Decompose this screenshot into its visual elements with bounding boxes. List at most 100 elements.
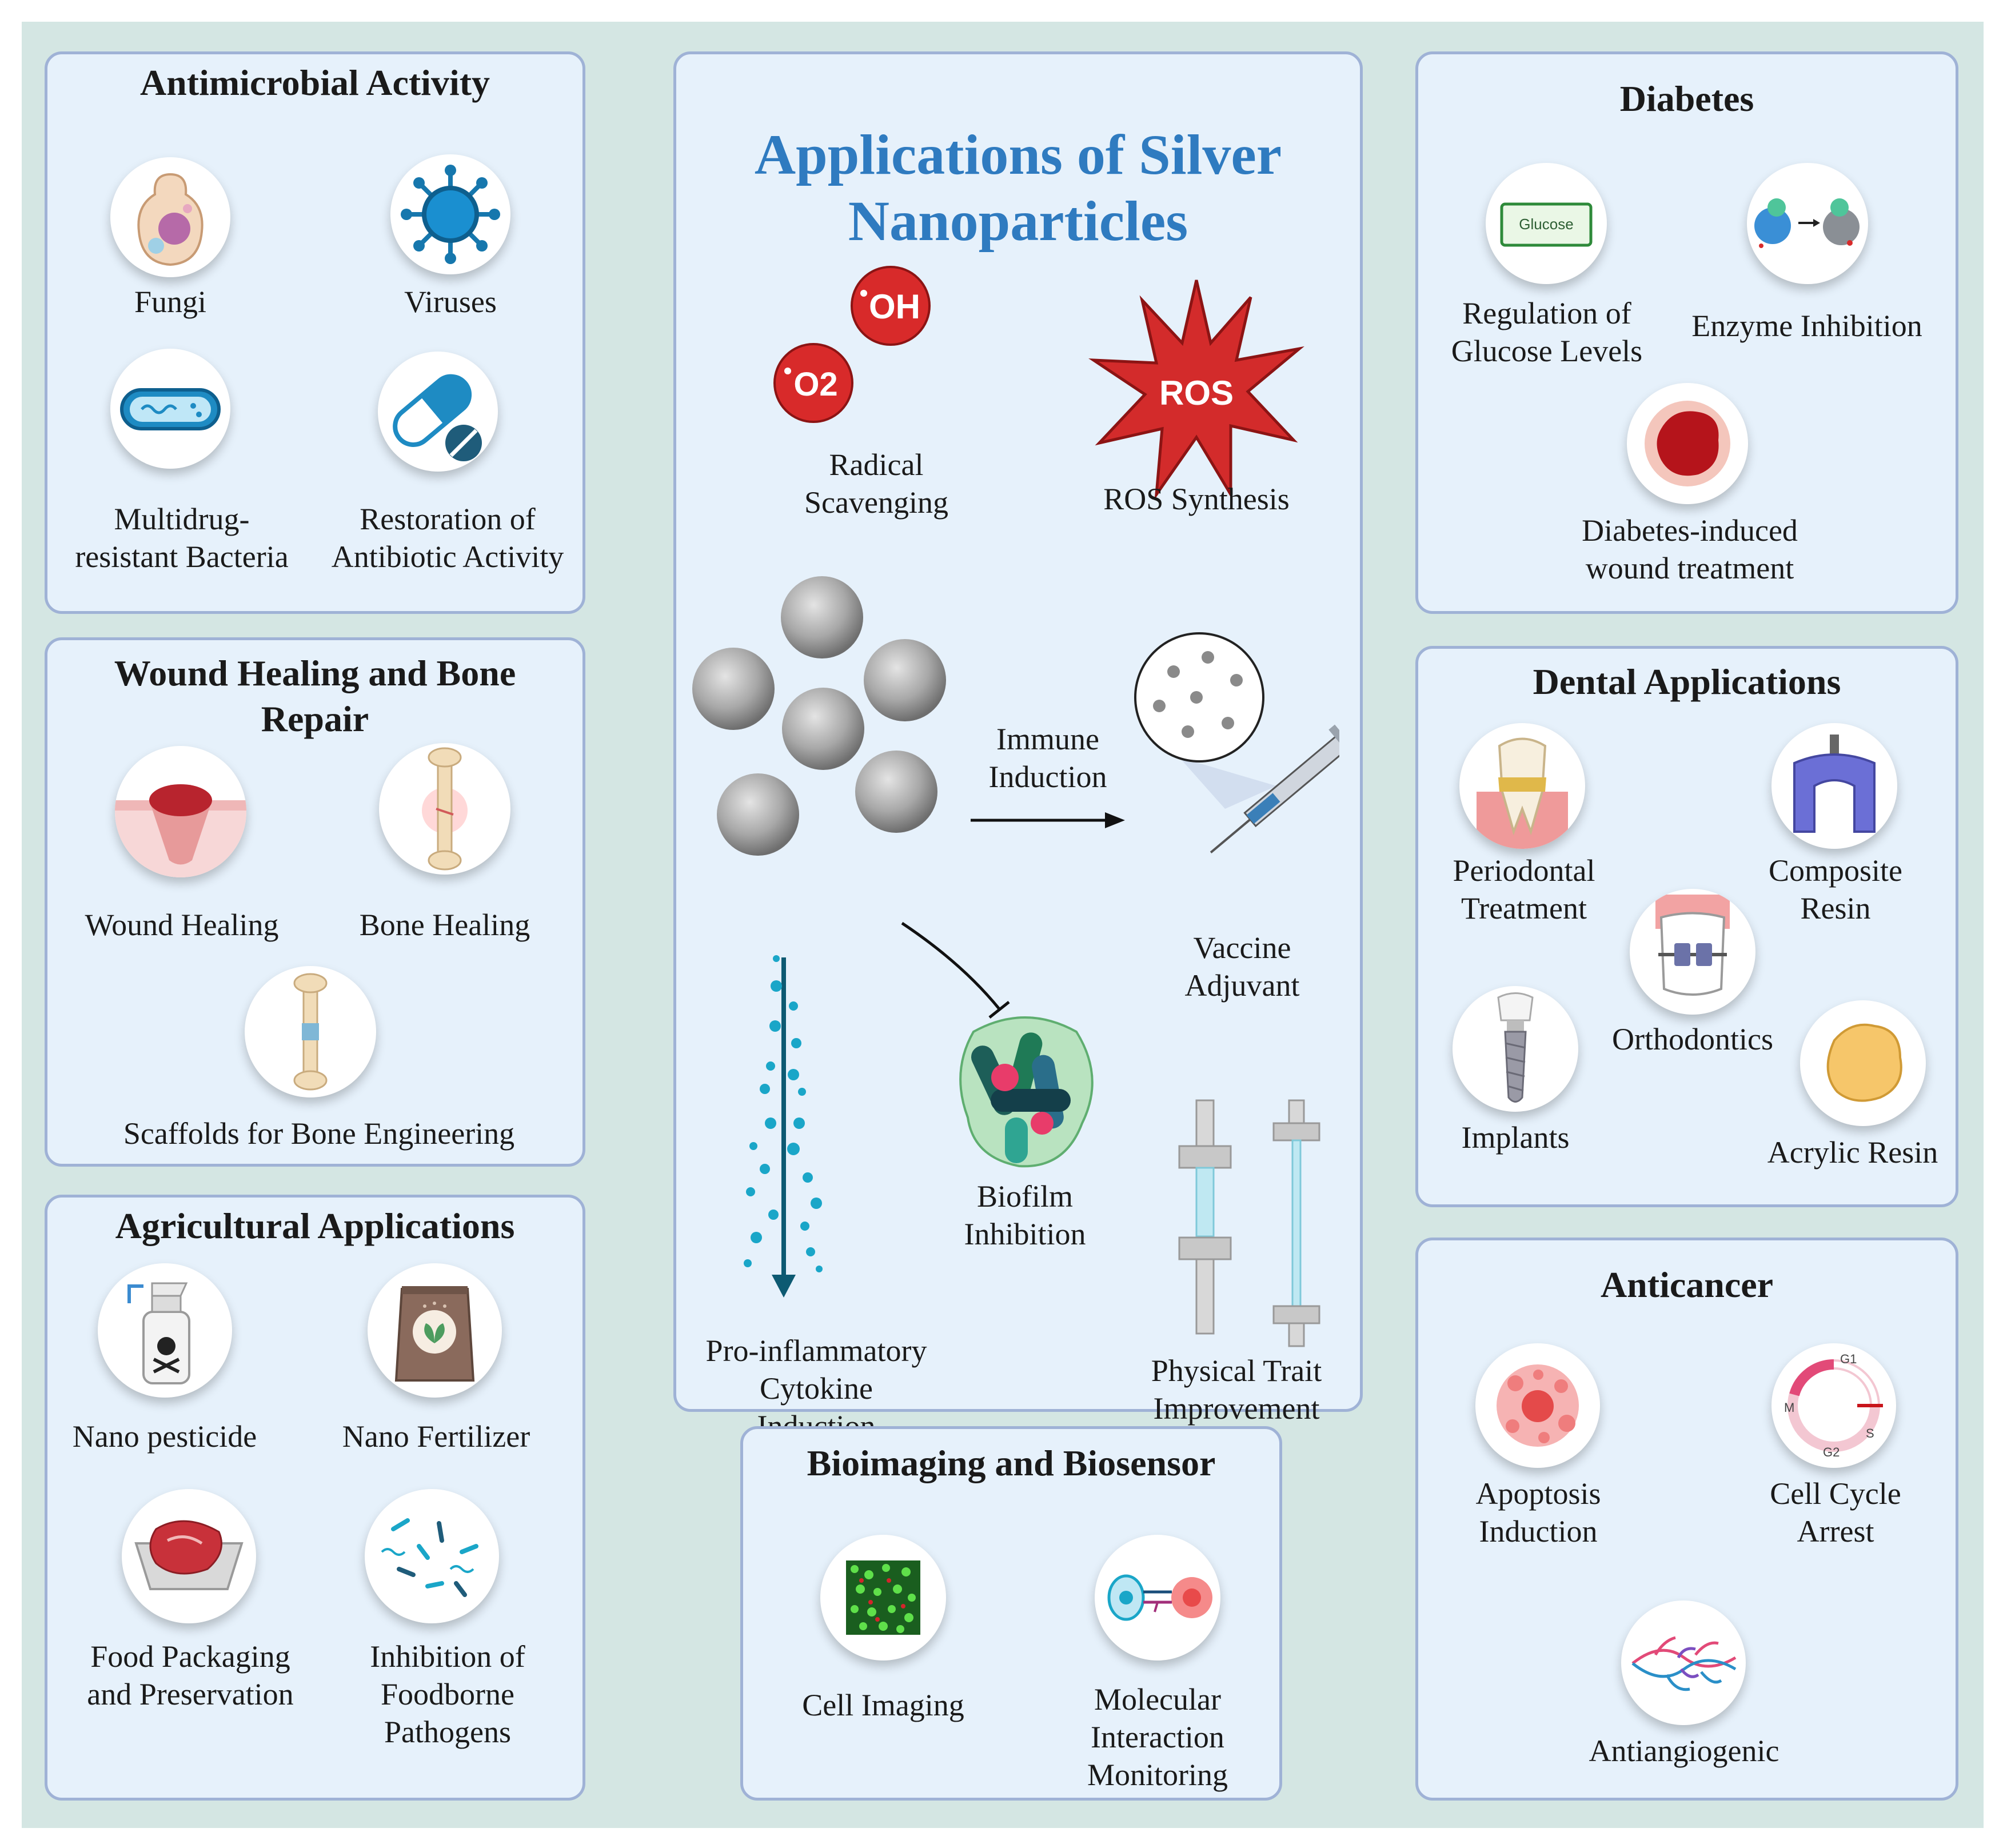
food-package-icon xyxy=(134,1520,244,1590)
biofilm-inhibition-label: Biofilm Inhibition xyxy=(964,1179,1086,1251)
diabetes-title: Diabetes xyxy=(1619,78,1754,119)
biofilm-icon xyxy=(959,1016,1094,1168)
foodborne-label: Inhibition of Foodborne Pathogens xyxy=(370,1639,525,1749)
diabetes-panel: Diabetes Glucose Regulation of Glucose L… xyxy=(1415,51,1958,614)
anticancer-title: Anticancer xyxy=(1600,1264,1774,1305)
enzyme-inhibition-icon xyxy=(1754,198,1860,248)
bone-healing-circle xyxy=(379,743,510,875)
food-circle xyxy=(122,1489,256,1623)
arrow-right-icon xyxy=(971,812,1125,828)
food-label: Food Packaging and Preservation xyxy=(87,1639,294,1711)
orthodontic-brace-icon xyxy=(1655,895,1730,996)
blood-vessel-icon xyxy=(1631,1636,1737,1691)
physical-trait-label: Physical Trait Improvement xyxy=(1151,1354,1322,1426)
enzyme-circle xyxy=(1747,163,1868,284)
molecular-interaction-icon xyxy=(1107,1574,1212,1621)
o2-label: O2 xyxy=(793,366,837,403)
diabetic-wound-icon xyxy=(1645,401,1730,486)
bone-healing-label: Bone Healing xyxy=(359,908,530,942)
regulation-label: Regulation of Glucose Levels xyxy=(1451,296,1643,368)
immune-induction-label: Immune Induction xyxy=(988,722,1107,794)
cell-imaging-icon xyxy=(846,1560,920,1635)
antiangiogenic-label: Antiangiogenic xyxy=(1589,1734,1779,1768)
bone-scaffold-icon xyxy=(293,973,328,1091)
implants-circle xyxy=(1453,986,1578,1112)
dental-title: Dental Applications xyxy=(1533,661,1841,702)
enzyme-label: Enzyme Inhibition xyxy=(1691,309,1922,343)
orthodontics-label: Orthodontics xyxy=(1612,1022,1773,1056)
acrylic-resin-icon xyxy=(1826,1023,1902,1102)
wound-healing-label: Wound Healing xyxy=(85,908,279,942)
orthodontics-circle xyxy=(1630,889,1755,1015)
nanoparticle-3 xyxy=(864,639,946,721)
inhibition-arrow-icon xyxy=(901,921,1010,1019)
m-label: M xyxy=(1784,1400,1794,1415)
diabetic-wound-circle xyxy=(1627,383,1748,504)
capsule-pill-icon xyxy=(393,374,482,461)
bioimaging-title: Bioimaging and Biosensor xyxy=(807,1443,1216,1483)
s-label: S xyxy=(1866,1426,1874,1440)
g2-label: G2 xyxy=(1823,1445,1840,1459)
composite-label: Composite Resin xyxy=(1768,853,1902,925)
scaffold-circle xyxy=(245,966,376,1097)
composite-circle xyxy=(1771,723,1897,849)
g1-label: G1 xyxy=(1840,1352,1857,1366)
center-panel: Applications of Silver Nanoparticles OH … xyxy=(673,51,1363,1443)
periodontal-circle xyxy=(1459,723,1585,849)
wound-healing-circle xyxy=(115,746,246,877)
spray-bottle-icon xyxy=(127,1282,190,1384)
nanoparticle-6 xyxy=(717,773,799,856)
implants-label: Implants xyxy=(1461,1120,1570,1155)
viruses-circle xyxy=(390,154,510,274)
antibiotic-circle xyxy=(378,352,498,472)
cytokine-release-icon xyxy=(744,955,823,1298)
diabetic-wound-label: Diabetes-induced wound treatment xyxy=(1582,513,1798,585)
bone-fracture-icon xyxy=(422,747,468,871)
ros-star-icon: ROS xyxy=(1088,280,1304,500)
periodontal-tooth-icon xyxy=(1477,737,1568,849)
bioimaging-panel: Bioimaging and Biosensor Cell Imaging Mo… xyxy=(740,1426,1282,1801)
cell-cycle-label: Cell Cycle Arrest xyxy=(1770,1476,1901,1548)
antimicrobial-panel: Antimicrobial Activity Fungi Viruses Mul… xyxy=(45,51,585,614)
radical-scavenging-label: Radical Scavenging xyxy=(804,448,948,520)
fertilizer-circle xyxy=(368,1263,502,1398)
wound-panel: Wound Healing and Bone Repair Wound Heal… xyxy=(45,637,585,1167)
glucose-box-label: Glucose xyxy=(1519,215,1573,233)
molecular-label: Molecular Interaction Monitoring xyxy=(1087,1682,1228,1792)
nanoparticle-2 xyxy=(692,648,775,730)
agri-title: Agricultural Applications xyxy=(115,1206,515,1246)
vaccine-adjuvant-label: Vaccine Adjuvant xyxy=(1184,931,1300,1003)
fertilizer-bag-icon xyxy=(394,1286,475,1382)
main-title-line1: Applications of Silver xyxy=(754,123,1282,186)
virus-icon xyxy=(401,165,500,264)
physical-trait-icon xyxy=(1178,1099,1320,1347)
nanoparticle-5 xyxy=(855,751,937,833)
glucose-circle: Glucose xyxy=(1486,163,1607,284)
pathogens-icon xyxy=(381,1518,478,1597)
scaffolds-label: Scaffolds for Bone Engineering xyxy=(123,1116,515,1151)
ros-label: ROS xyxy=(1159,374,1234,412)
nanoparticle-1 xyxy=(781,576,863,658)
dental-panel: Dental Applications Periodontal Treatmen… xyxy=(1415,646,1958,1207)
viruses-label: Viruses xyxy=(404,285,497,319)
fertilizer-label: Nano Fertilizer xyxy=(342,1419,530,1454)
apoptosis-cell-icon xyxy=(1497,1364,1579,1447)
acrylic-circle xyxy=(1800,1000,1926,1126)
antiangiogenic-circle xyxy=(1621,1600,1746,1725)
radical-icon: OH O2 xyxy=(773,266,931,423)
periodontal-label: Periodontal Treatment xyxy=(1453,853,1595,925)
fungi-icon xyxy=(137,173,204,266)
nanoparticle-4 xyxy=(782,688,864,770)
foodborne-circle xyxy=(365,1489,499,1623)
antimicrobial-title: Antimicrobial Activity xyxy=(139,62,490,103)
wound-title: Wound Healing and Bone Repair xyxy=(114,653,516,739)
glucose-box-icon: Glucose xyxy=(1500,202,1593,247)
agri-panel: Agricultural Applications Nano pesticide… xyxy=(45,1195,585,1801)
apoptosis-label: Apoptosis Induction xyxy=(1475,1476,1601,1548)
cell-imaging-circle xyxy=(820,1535,946,1661)
restoration-label: Restoration of Antibiotic Activity xyxy=(331,502,564,574)
ros-synthesis-label: ROS Synthesis xyxy=(1103,482,1290,516)
